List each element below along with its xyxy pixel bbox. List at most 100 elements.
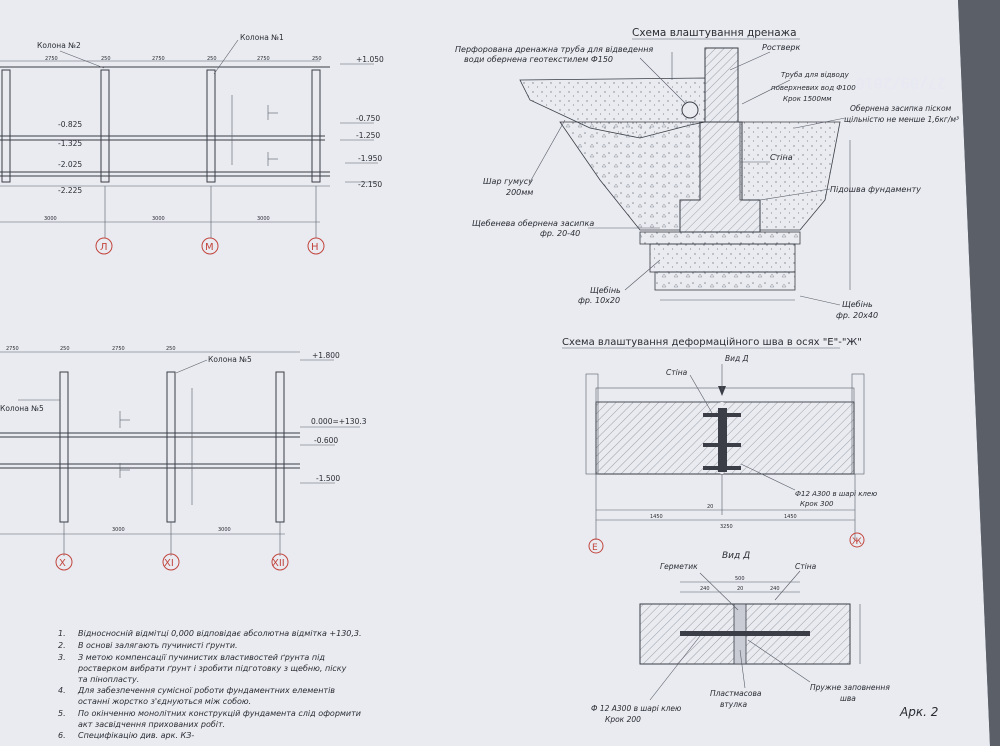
span-dimension: 3000 [152,216,165,222]
dimension-label: 250 [60,346,70,352]
column-label: Колона №1 [240,33,284,42]
level-mark: -1.250 [356,131,380,140]
humus-label: 200мм [506,188,533,197]
plan-top: Колона №2 Колона №1 2750 250 2750 250 27… [0,33,384,255]
dimension-label: 3250 [720,524,733,530]
axis-label: Л [100,242,108,253]
note-line: останні жорстко з'єднуються між собою. [78,697,251,706]
note-line: З метою компенсації пучинистих властивос… [78,653,325,662]
dimension-label: 250 [312,56,322,62]
note-line: акт засвідчення прихованих робіт. [78,720,225,729]
axis-label: Ж [852,537,862,547]
view-label: Вид Д [725,354,749,363]
note-line: Для забезпечення сумісної роботи фундаме… [77,686,335,695]
gravel-label: Щебінь [842,300,873,309]
note-line: В основі залягають пучинисті ґрунти. [78,641,238,650]
level-mark: -2.025 [58,160,82,169]
sealant-label: Герметик [660,562,698,571]
drain-pipe2-label: Труба для відводу [781,71,850,79]
view-d-detail: Вид Д Герметик Стіна 500 240 20 240 Ф 12… [591,551,890,724]
dimension-label: 500 [735,576,745,582]
wall-label: Стіна [770,153,793,162]
dimension-label: 250 [101,56,111,62]
axis-label: XII [272,558,285,569]
drainage-pipe-label: Перфорована дренажна труба для відведенн… [455,45,653,54]
level-mark: -1.325 [58,139,82,148]
wall-label: Стіна [795,562,817,571]
dimension-label: 240 [700,586,710,592]
level-mark: -0.825 [58,120,82,129]
date-stamp: 27/09/2010 [856,74,946,92]
note-number: 5. [58,709,66,718]
column-label: Колона №2 [37,41,81,50]
level-mark: -0.750 [356,114,380,123]
level-mark: -2.225 [58,186,82,195]
gravel-fill-label: фр. 20-40 [540,229,580,238]
drain-pipe2-label: поверхневих вод Ф100 [771,84,856,92]
axis-label: X [59,558,66,569]
dimension-label: 240 [770,586,780,592]
rebar-label: Крок 200 [605,715,641,724]
rebar-label: Ф 12 А300 в шарі клею [591,704,681,713]
joint-title: Схема влаштування деформаційного шва в о… [562,336,862,348]
note-line: По окінченню монолітних конструкцій фунд… [78,709,361,718]
level-mark: -2.150 [358,180,382,189]
gravel-label: фр. 10х20 [578,296,620,305]
gravel-label: Щебінь [590,286,621,295]
dimension-label: 1450 [784,514,797,520]
note-number: 6. [58,731,66,740]
drainage-scheme: Схема влаштування дренажа Перфорована др… [455,27,959,320]
general-notes: 1. 2. 3. 4. 5. 6. Відносносній відмітці … [58,629,362,740]
level-mark: +1.050 [356,55,384,64]
backfill-label: Обернена засипка піском [850,104,952,113]
level-mark: -0.600 [314,436,338,445]
column-label: Колона №5 [208,355,252,364]
sleeve-label: Пластмасова [710,689,762,698]
column-label: Колона №5 [0,404,44,413]
span-dimension: 3000 [218,527,231,533]
note-number: 3. [58,653,66,662]
dimension-label: 250 [166,346,176,352]
axis-label: Е [592,543,598,553]
note-line: та пінопласту. [78,675,139,684]
dimension-label: 2750 [152,56,165,62]
span-dimension: 3000 [44,216,57,222]
dimension-label: 20 [737,586,743,592]
dimension-label: 2750 [257,56,270,62]
wall-label: Стіна [666,368,688,377]
humus-label: Шар гумусу [483,177,533,186]
gravel-fill-label: Щебенева обернена засипка [472,219,594,228]
note-number: 1. [58,629,66,638]
gravel-label: фр. 20х40 [836,311,878,320]
footing-label: Підошва фундаменту [830,185,921,194]
sheet-number: Арк. 2 [899,705,938,719]
drainage-title: Схема влаштування дренажа [632,27,797,39]
rebar-label: Крок 300 [800,500,834,508]
drainage-pipe-label: води обернена геотекстилем Ф150 [464,55,613,64]
dimension-label: 250 [207,56,217,62]
rebar-label: Ф12 А300 в шарі клею [795,490,877,498]
filling-label: Пружне заповнення [810,683,890,692]
backfill-label: щільністю не менше 1,6кг/м³ [844,115,959,124]
axis-label: XI [164,558,174,569]
filling-label: шва [840,694,856,703]
dimension-label: 2750 [112,346,125,352]
span-dimension: 3000 [257,216,270,222]
rostverk-label: Ростверк [762,43,800,52]
paper-shade [958,0,1000,746]
note-number: 4. [58,686,66,695]
note-number: 2. [58,641,66,650]
drain-pipe2-label: Крок 1500мм [783,95,832,103]
note-line: Відносносній відмітці 0,000 відповідає а… [78,629,362,638]
plan-bottom: Колона №5 Колона №5 2750 250 2750 250 +1… [0,346,367,571]
level-mark: 0.000=+130.3 [311,417,367,426]
dimension-label: 2750 [45,56,58,62]
note-line: ростверком вибрати ґрунт і зробити підго… [77,664,347,673]
view-d-title: Вид Д [722,551,750,561]
dimension-label: 20 [707,504,713,510]
axis-label: Н [311,242,319,253]
dimension-label: 2750 [6,346,19,352]
joint-scheme: Схема влаштування деформаційного шва в о… [562,336,877,554]
note-line: Специфікацію див. арк. КЗ- [78,731,194,740]
